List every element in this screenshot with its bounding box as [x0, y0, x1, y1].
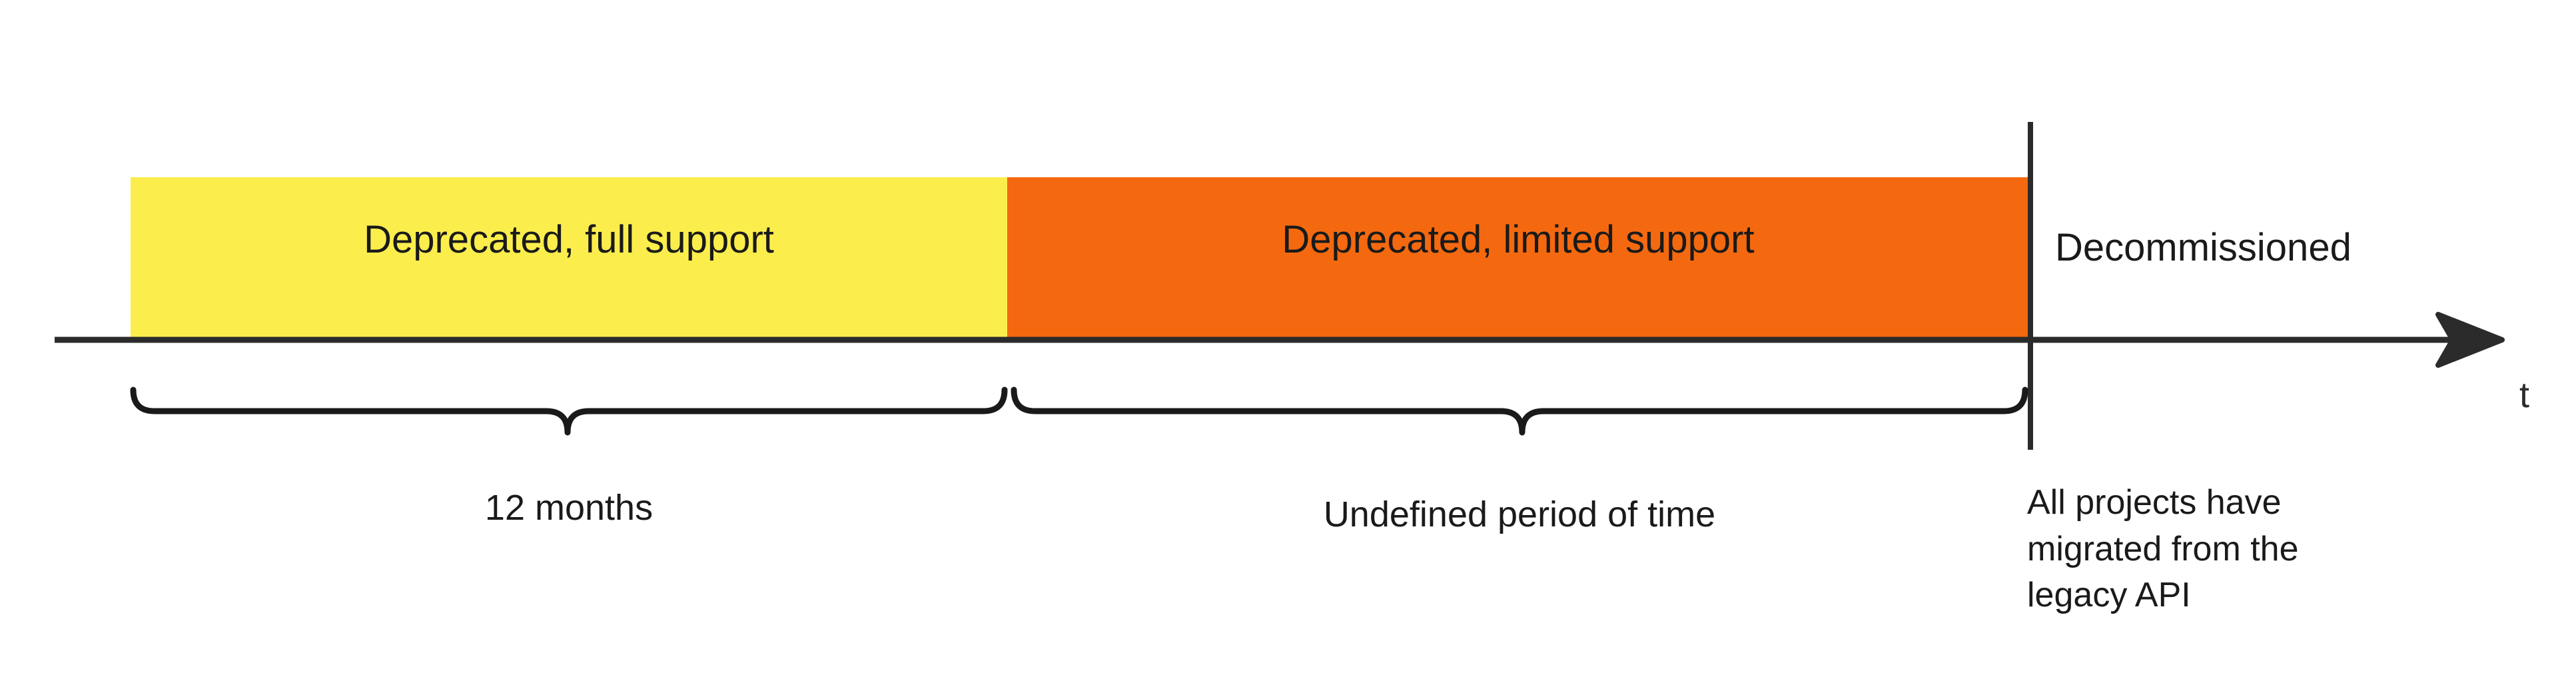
- decommission-note-line-1: All projects have: [2027, 483, 2282, 522]
- duration-brace-limited-support: [1011, 386, 2028, 436]
- decommission-note-line-3: legacy API: [2027, 576, 2191, 615]
- time-axis-arrowhead: [2435, 312, 2505, 368]
- duration-brace-full-support: [130, 386, 1008, 436]
- duration-label-full-support: 12 months: [484, 488, 653, 528]
- decommission-condition-note: All projects have migrated from the lega…: [2027, 480, 2373, 619]
- duration-label-limited-support: Undefined period of time: [1323, 494, 1716, 534]
- phase-label-deprecated-limited-support: Deprecated, limited support: [1282, 218, 1755, 261]
- time-axis-variable-label: t: [2519, 375, 2530, 415]
- phase-band-deprecated-limited-support: [1007, 177, 2029, 341]
- phase-label-decommissioned: Decommissioned: [2055, 226, 2352, 269]
- phase-label-deprecated-full-support: Deprecated, full support: [364, 218, 774, 261]
- phase-band-deprecated-full-support: [131, 177, 1007, 341]
- decommission-note-line-2: migrated from the: [2027, 529, 2299, 568]
